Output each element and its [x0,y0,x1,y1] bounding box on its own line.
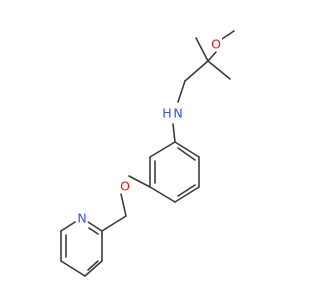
bond-methyl-o [221,30,235,40]
atom-oxygen-methoxy: O [211,37,221,52]
bond-quatc-methyl1 [195,37,209,62]
bond-n-benzylch2 [172,123,176,143]
label-background [161,105,173,121]
bond-o-ch2 [120,193,127,217]
bond-ring1-a [149,141,176,158]
molecule-svg: O N H O N [60,30,235,277]
atom-nitrogen-pyridine: N [77,211,86,226]
bond-ring1-c [149,186,176,203]
label-background [210,36,223,52]
bond-pyr-inner3 [87,260,99,271]
bond-o-quatc [207,51,217,62]
bond-ring1-inner3 [177,147,196,161]
label-background [76,210,88,226]
bond-pyr-b [60,221,76,232]
bond-ring1-inner2 [177,184,196,197]
label-background [172,105,184,121]
bond-ring1-d [174,186,200,203]
bond-pyr-d [60,260,86,277]
bond-quatc-ch2 [184,60,209,82]
bond-ch2-n [177,80,186,103]
bond-ring-o [128,175,151,188]
bond-quatc-methyl2 [207,60,231,80]
bond-ring1-f [174,141,200,158]
bond-pyr-inner1 [88,227,99,235]
molecule-diagram: O N H O N [60,30,235,277]
bond-pyr-e [84,260,103,277]
bond-ch2-pyr [101,215,127,232]
atom-oxygen-ether: O [120,179,130,194]
atom-hydrogen-amine: H [162,106,171,121]
bond-pyr-a [87,221,103,232]
atom-nitrogen-amine: N [173,106,182,121]
label-background [119,178,132,194]
